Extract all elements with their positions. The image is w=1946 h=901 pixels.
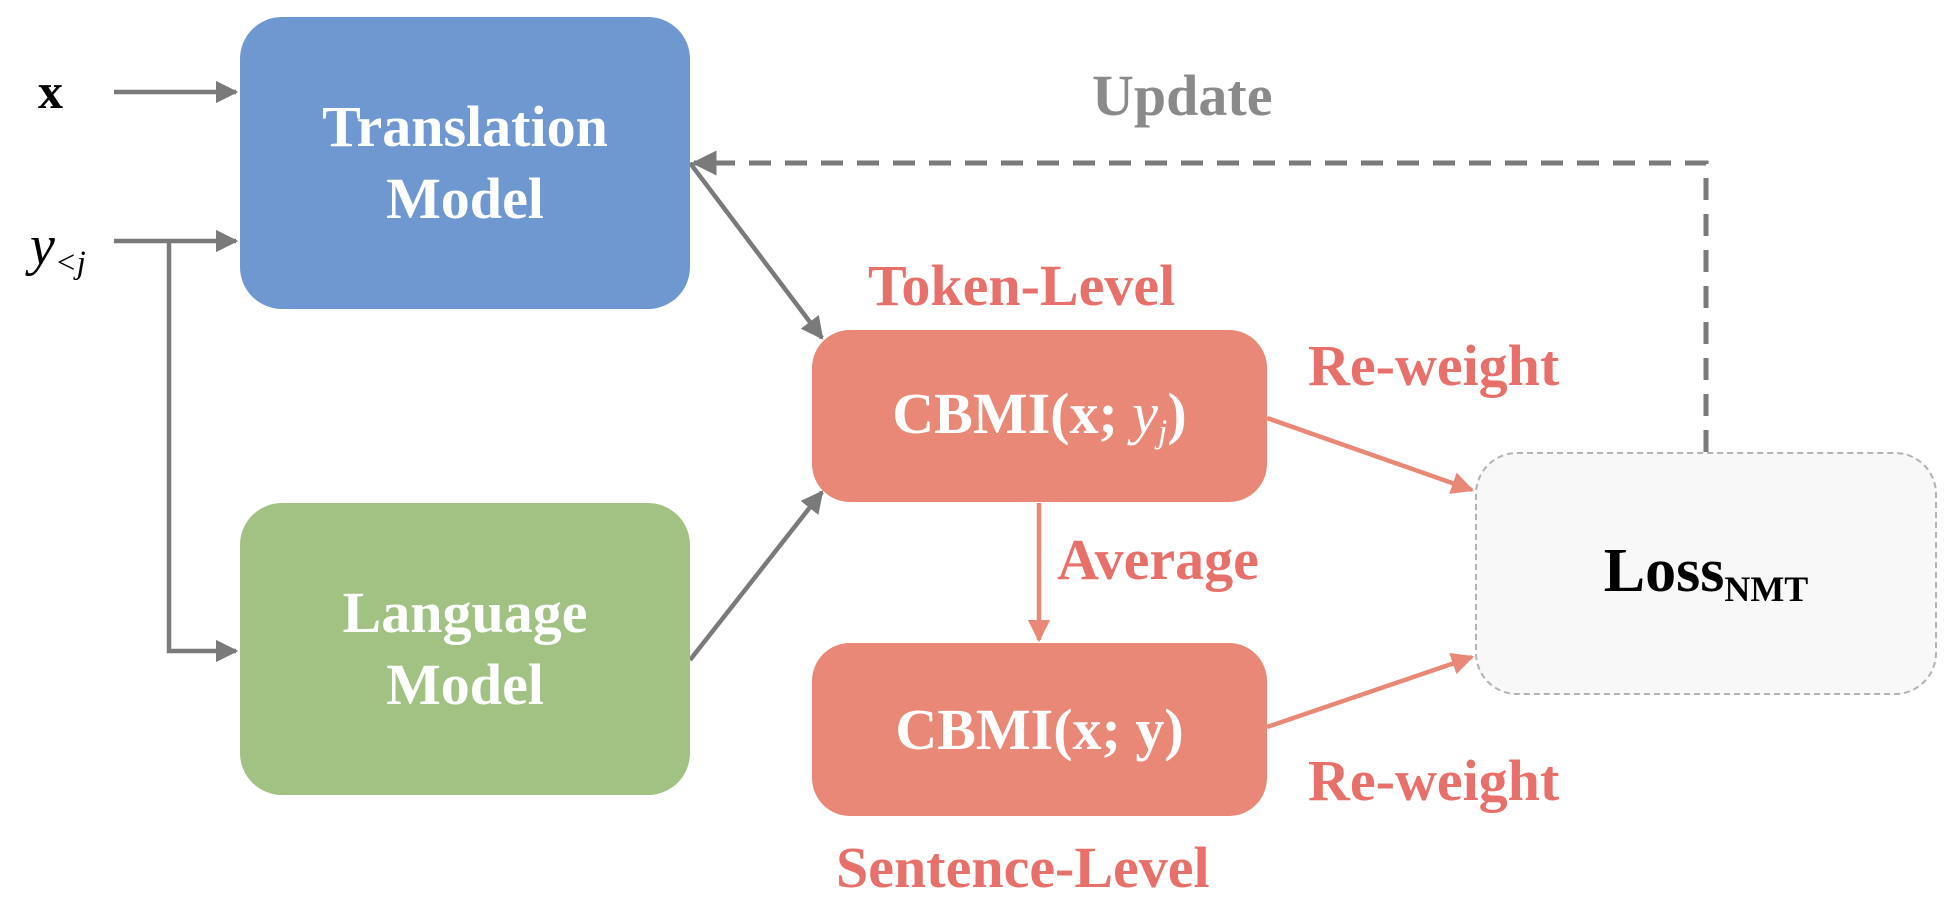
translation-model-box: Translation Model bbox=[240, 17, 690, 309]
translation-model-line2: Model bbox=[386, 166, 544, 231]
language-model-line1: Language bbox=[342, 580, 588, 645]
language-model-line2: Model bbox=[386, 652, 544, 717]
update-label: Update bbox=[1092, 63, 1273, 128]
cbmi-token-box: CBMI(x; yj) bbox=[812, 330, 1267, 502]
arrow-reweight-sentence bbox=[1266, 652, 1475, 730]
reweight-bottom-label: Re-weight bbox=[1308, 748, 1560, 813]
arrow-translation-to-cbmi bbox=[688, 161, 824, 340]
token-level-label: Token-Level bbox=[868, 253, 1176, 318]
cbmi-sentence-formula: CBMI(x; y) bbox=[895, 697, 1184, 762]
average-label: Average bbox=[1057, 527, 1259, 592]
arrow-language-to-cbmi bbox=[688, 490, 824, 662]
translation-model-line1: Translation bbox=[322, 94, 608, 159]
input-y-label: y<j bbox=[30, 215, 86, 282]
language-model-box: Language Model bbox=[240, 503, 690, 795]
loss-nmt-box: LossNMT bbox=[1475, 452, 1937, 695]
cbmi-sentence-box: CBMI(x; y) bbox=[812, 643, 1267, 816]
input-x-label: x bbox=[38, 63, 63, 119]
reweight-top-label: Re-weight bbox=[1308, 333, 1560, 398]
arrow-y-to-language bbox=[166, 241, 239, 663]
cbmi-token-formula: CBMI(x; yj) bbox=[892, 381, 1187, 451]
arrow-update bbox=[691, 150, 1709, 452]
sentence-level-label: Sentence-Level bbox=[836, 835, 1210, 900]
loss-nmt-label: LossNMT bbox=[1603, 537, 1809, 610]
arrow-reweight-token bbox=[1266, 415, 1475, 494]
